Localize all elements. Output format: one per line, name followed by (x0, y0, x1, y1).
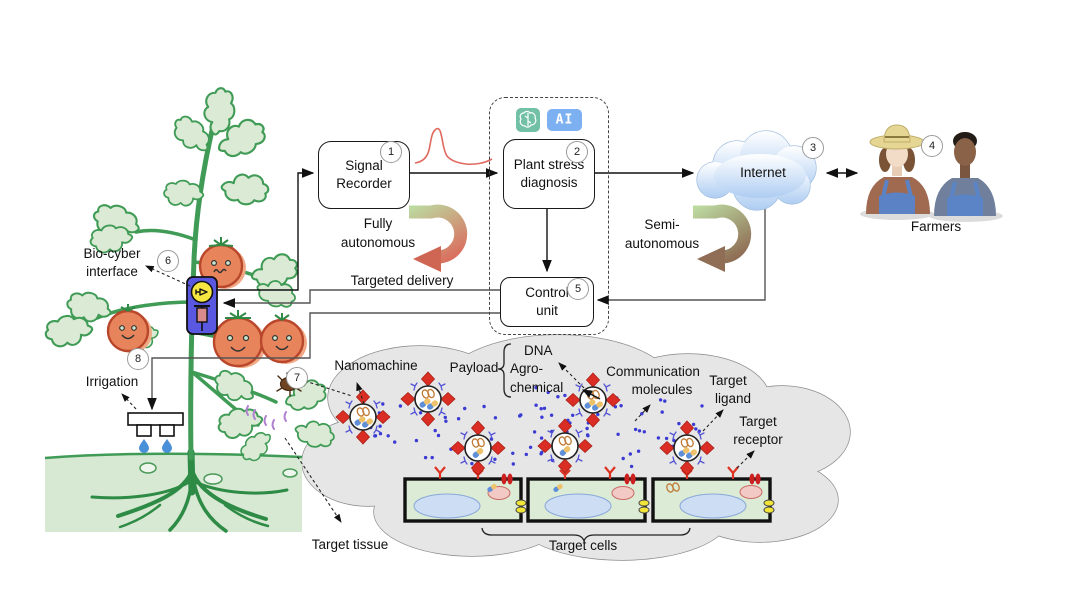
control-unit-box: Control unit (500, 277, 594, 327)
farmer-woman-icon (866, 124, 930, 214)
ai-dashed-container (489, 97, 609, 335)
payload-dna-label: DNA (524, 342, 553, 358)
syringe-icon (194, 305, 210, 331)
soil-roots-illustration (44, 448, 303, 533)
step-badge-7: 7 (286, 367, 308, 389)
signal-out-glyph (195, 288, 208, 296)
communication-molecules-label: Communication (606, 363, 700, 379)
step-badge-3: 3 (802, 137, 824, 159)
target-receptor-icon (559, 466, 616, 479)
farmers-icon (860, 124, 1003, 222)
bio-cyber-interface-label: Bio-cyber (83, 245, 141, 261)
semi-autonomous-label: Semi- (644, 216, 680, 232)
ai-badge (547, 109, 582, 131)
target-ligand-label: Target (709, 372, 747, 388)
target-cell (526, 466, 650, 523)
disease-marks (245, 405, 287, 430)
target-cells-brace (481, 527, 691, 544)
semi-autonomous-arrow (693, 204, 752, 272)
payload-brace (497, 343, 512, 398)
payload-chemical-arrow (581, 389, 601, 400)
signal-recorder-label: Signal (345, 158, 383, 174)
payload-label: Payload (449, 359, 499, 375)
step-badge-1: 1 (380, 141, 402, 163)
farmer-man-icon (934, 132, 996, 216)
targeted-delivery-label: Targeted delivery (350, 272, 454, 288)
target-cell (403, 466, 527, 523)
stress-signal-waveform (414, 127, 493, 166)
farmers-label: Farmers (910, 218, 962, 234)
payload-agro-label: Agro- (510, 360, 544, 376)
flow-connectors (147, 168, 859, 411)
plant-stress-label: Plant stress (513, 157, 585, 173)
step-badge-6: 6 (157, 250, 179, 272)
target-tissue-label: Target tissue (311, 536, 389, 552)
step-badge-8: 8 (127, 348, 149, 370)
bio-cyber-device-icon (186, 276, 218, 335)
step-badge-5: 5 (567, 278, 589, 300)
target-receptor-label: Target (739, 413, 777, 429)
nanomachine-label: Nanomachine (334, 357, 418, 373)
water-drop-icon (139, 439, 172, 453)
irrigation-sprinkler-icon (127, 412, 184, 453)
internet-cloud (696, 130, 817, 211)
annotation-dashed-arrows (121, 265, 755, 523)
internet-label: Internet (740, 164, 786, 180)
step-badge-4: 4 (921, 135, 943, 157)
brain-icon (516, 108, 540, 132)
ai-badge-label: AI (555, 112, 574, 128)
target-cells-label: Target cells (548, 537, 618, 553)
step-badge-2: 2 (566, 141, 588, 163)
irrigation-label: Irrigation (85, 373, 139, 389)
fully-autonomous-arrow (409, 204, 468, 272)
fully-autonomous-label: Fully (363, 215, 393, 231)
control-unit-label: Control (525, 285, 569, 301)
